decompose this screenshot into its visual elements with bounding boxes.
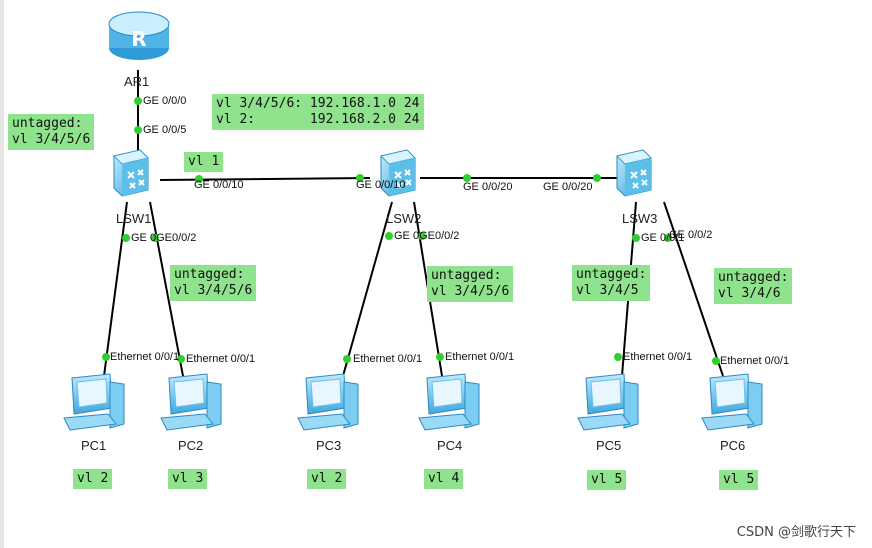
port-dot <box>122 234 130 242</box>
port-label-pc1-eth: Ethernet 0/0/1 <box>110 351 180 363</box>
port-label-lsw1-downlinks: GE 0GE0/0/2 <box>131 232 197 244</box>
port-label-lsw2-downlinks: GE 0GE0/0/2 <box>394 230 460 242</box>
pc2-vlan-tag: vl 3 <box>168 469 208 489</box>
pc4-vlan-tag: vl 4 <box>424 469 464 489</box>
port-label-lsw1-ge0010: GE 0/0/10 <box>194 179 244 191</box>
device-label-lsw2: LSW2 <box>386 211 422 226</box>
port-dot <box>195 175 203 183</box>
port-label-pc5-eth: Ethernet 0/0/1 <box>623 351 693 363</box>
port-dot <box>151 234 159 242</box>
device-label-pc6: PC6 <box>720 438 746 453</box>
pc6-vlan-tag: vl 5 <box>719 470 759 490</box>
link-lsw1-lsw2 <box>159 177 371 181</box>
note-router-ip: vl 3/4/5/6: 192.168.1.0 24 vl 2: 192.168… <box>212 94 424 130</box>
port-dot <box>632 234 640 242</box>
note-lsw1-uplink: untagged: vl 3/4/5/6 <box>8 114 95 150</box>
pc-icon[interactable] <box>577 373 639 431</box>
csdn-watermark: CSDN @剑歌行天下 <box>736 525 856 540</box>
svg-text:R: R <box>131 27 146 51</box>
pc-icon[interactable] <box>418 373 480 431</box>
port-label-lsw3-ge0020: GE 0/0/20 <box>543 181 593 193</box>
link-lsw3-pc6 <box>663 201 724 377</box>
port-label-lsw2-ge0020: GE 0/0/20 <box>463 181 513 193</box>
link-lsw1-pc2 <box>149 201 184 377</box>
device-label-pc3: PC3 <box>316 438 342 453</box>
port-label-lsw3-ge002: GE 0/0/2 <box>669 229 713 241</box>
pc5-vlan-tag: vl 5 <box>587 470 627 490</box>
pc-icon[interactable] <box>297 373 359 431</box>
port-label-pc3-eth: Ethernet 0/0/1 <box>353 353 423 365</box>
port-label-pc2-eth: Ethernet 0/0/1 <box>186 353 256 365</box>
device-label-pc4: PC4 <box>437 438 463 453</box>
port-dot <box>177 355 185 363</box>
port-dots <box>102 97 720 365</box>
pc1-vlan-tag: vl 2 <box>73 469 113 489</box>
device-label-ar1: AR1 <box>124 74 150 89</box>
port-dot <box>436 353 444 361</box>
note-lsw1-access: untagged: vl 3/4/5/6 <box>170 265 257 301</box>
device-label-pc1: PC1 <box>81 438 107 453</box>
device-label-lsw1: LSW1 <box>116 211 152 226</box>
window-left-edge <box>0 0 4 548</box>
port-label-pc4-eth: Ethernet 0/0/1 <box>445 351 515 363</box>
port-label-lsw3-ge001: GE 0/0/1 <box>641 232 685 244</box>
switch-icon[interactable] <box>616 149 652 197</box>
port-dot <box>102 353 110 361</box>
port-dot <box>593 174 601 182</box>
port-dot <box>134 97 142 105</box>
link-lsw1-pc1 <box>103 201 128 377</box>
port-label-ar1-ge000: GE 0/0/0 <box>143 95 187 107</box>
port-dot <box>463 174 471 182</box>
port-dot <box>664 234 672 242</box>
port-label-lsw2-ge0010: GE 0/0/10 <box>356 179 406 191</box>
pc-icon[interactable] <box>160 373 222 431</box>
port-label-lsw1-ge005: GE 0/0/5 <box>143 124 187 136</box>
port-dot <box>356 174 364 182</box>
links <box>103 70 724 377</box>
note-lsw2-access: untagged: vl 3/4/5/6 <box>427 266 514 302</box>
device-label-lsw3: LSW3 <box>622 211 658 226</box>
port-label-pc6-eth: Ethernet 0/0/1 <box>720 355 790 367</box>
port-dot <box>134 126 142 134</box>
port-dot <box>418 232 426 240</box>
port-dot <box>712 357 720 365</box>
port-dot <box>343 355 351 363</box>
note-lsw3-access-left: untagged: vl 3/4/5 <box>572 265 651 301</box>
link-lsw2-pc3 <box>342 201 393 377</box>
switch-icon[interactable] <box>113 149 149 197</box>
pc-icon[interactable] <box>63 373 125 431</box>
device-label-pc2: PC2 <box>178 438 204 453</box>
pc3-vlan-tag: vl 2 <box>307 469 347 489</box>
port-dot <box>385 232 393 240</box>
port-dot <box>614 353 622 361</box>
note-lsw3-access-right: untagged: vl 3/4/6 <box>714 268 793 304</box>
note-trunk-vlan: vl 1 <box>184 152 224 172</box>
router-icon[interactable]: R <box>108 11 170 60</box>
pc-icon[interactable] <box>701 373 763 431</box>
device-label-pc5: PC5 <box>596 438 622 453</box>
